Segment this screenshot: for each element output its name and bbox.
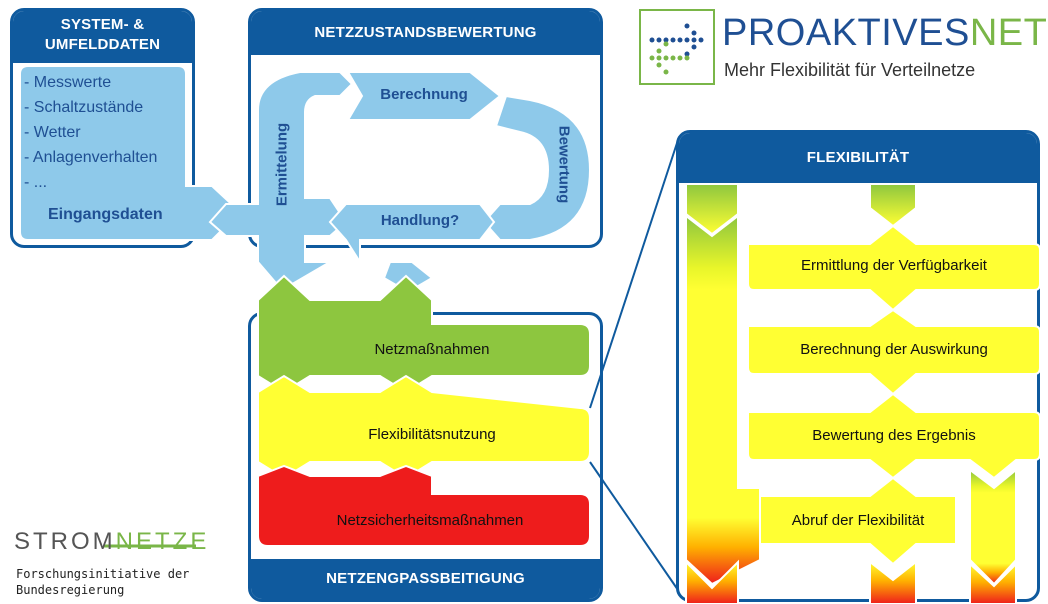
proaktivesnetz-name-part2: NETZ (969, 12, 1048, 54)
system-data-header: SYSTEM- & UMFELDDATEN (13, 11, 192, 63)
stromnetze-subtitle: Forschungsinitiative der Bundesregierung (16, 566, 189, 598)
flexibilitaetsnutzung-bar (257, 374, 591, 480)
flex-right-bottom (969, 561, 1017, 604)
bewertung-arrow (482, 94, 592, 241)
cycle-label-ermittelung: Ermittelung (273, 122, 291, 207)
flex-header: FLEXIBILITÄT (679, 133, 1037, 183)
flex-step-3-shape (747, 392, 1041, 480)
cycle-label-berechnung: Berechnung (380, 86, 468, 103)
system-data-item-2: - Schaltzustände (24, 99, 144, 116)
netzzustand-header: NETZZUSTANDSBEWERTUNG (251, 11, 600, 55)
flex-step-4-shape (759, 476, 957, 566)
stromnetze-subtitle-line2: Bundesregierung (16, 583, 125, 597)
system-data-item-4: - Anlagenverhalten (24, 149, 158, 166)
flex-right-column (969, 467, 1017, 586)
cycle-label-bewertung: Bewertung (555, 125, 573, 204)
system-data-item-3: - Wetter (24, 124, 81, 141)
input-data-shape (19, 65, 242, 241)
measure-label-flex: Flexibilitätsnutzung (368, 426, 496, 443)
connector-line-upper (589, 139, 679, 409)
system-data-list: - Messwerte - Schaltzustände - Wetter - … (24, 70, 157, 195)
stromnetze-logo-name: STROMNETZE (14, 528, 209, 556)
system-data-item-1: - Messwerte (24, 74, 112, 91)
ermittelung-arrow (208, 71, 354, 292)
stromnetze-name-part1: STROM (14, 528, 116, 555)
flex-center-top (869, 183, 917, 228)
flex-step-4-label: Abruf der Flexibilität (791, 512, 925, 529)
netzmassnahmen-bar (257, 274, 591, 394)
stromnetze-name-part2: NETZE (115, 528, 210, 555)
flex-step-3-label: Bewertung des Ergebnis (812, 427, 976, 444)
flex-left-bar (685, 183, 739, 236)
flex-left-bottom (685, 559, 739, 604)
connector-line-lower (589, 461, 679, 591)
system-data-item-5: - ... (24, 174, 48, 191)
flex-step-1-shape (747, 224, 1041, 312)
flex-center-bottom (869, 559, 917, 604)
proaktivesnetz-logo-mark (639, 9, 715, 85)
netzsicherheit-bar (257, 464, 591, 547)
handlung-arrow (328, 203, 496, 294)
proaktivesnetz-tagline: Mehr Flexibilität für Verteilnetze (724, 60, 976, 80)
flex-left-column (685, 213, 761, 586)
measure-label-netz: Netzmaßnahmen (374, 341, 490, 358)
measure-label-sicherheit: Netzsicherheitsmaßnahmen (336, 512, 524, 529)
system-data-title-line2: UMFELDDATEN (44, 36, 161, 53)
system-data-footer: Eingangsdaten (48, 206, 163, 223)
proaktivesnetz-name-part1: PROAKTIVES (722, 12, 970, 54)
flex-step-1-label: Ermittlung der Verfügbarkeit (801, 257, 987, 274)
flex-step-2-shape (747, 308, 1041, 396)
stromnetze-subtitle-line1: Forschungsinitiative der (16, 567, 190, 581)
proaktivesnetz-logo-name: PROAKTIVESNETZ (722, 10, 1048, 56)
system-data-title-line1: SYSTEM- & (60, 16, 145, 33)
netzengpass-header: NETZENGPASSBEITIGUNG (251, 559, 600, 599)
flex-step-2-label: Berechnung der Auswirkung (800, 341, 988, 358)
berechnung-arrow (346, 71, 502, 121)
cycle-label-handlung: Handlung? (380, 212, 460, 229)
